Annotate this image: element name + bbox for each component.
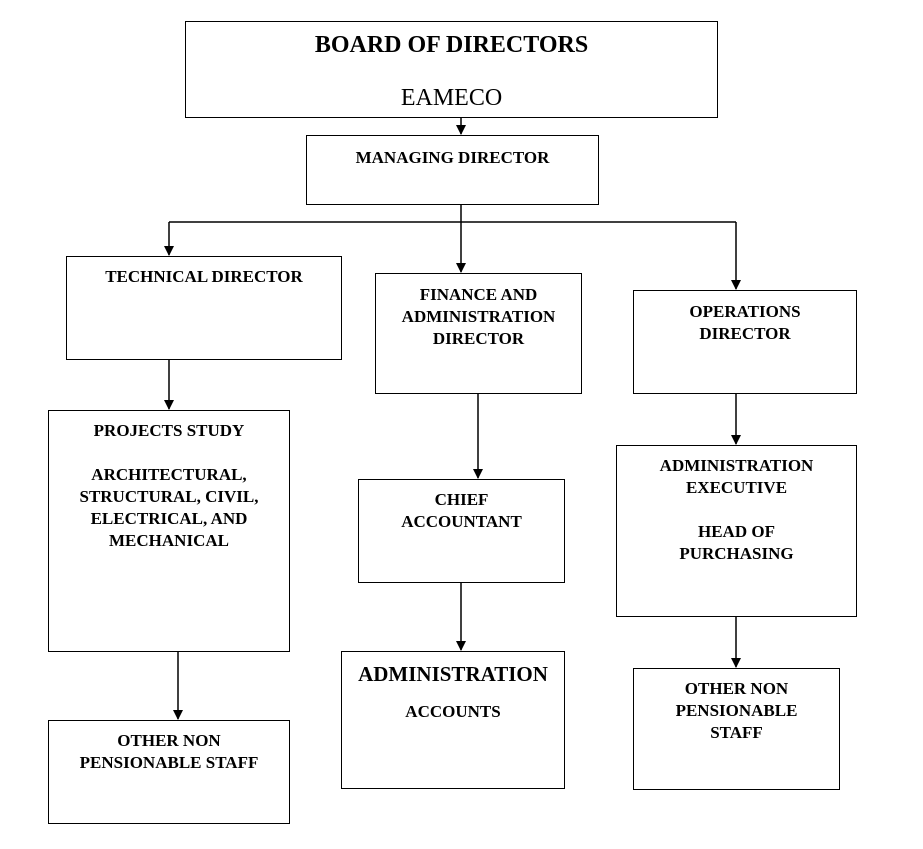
administration-accounts-box: ADMINISTRATION ACCOUNTS bbox=[341, 651, 565, 789]
projects-line-1: ARCHITECTURAL, bbox=[91, 465, 247, 484]
operations-director-box: OPERATIONS DIRECTOR bbox=[633, 290, 857, 394]
admin-exec-line-1: ADMINISTRATION bbox=[659, 456, 814, 475]
technical-director-box: TECHNICAL DIRECTOR bbox=[66, 256, 342, 360]
other-staff-left-box: OTHER NON PENSIONABLE STAFF bbox=[48, 720, 290, 824]
other-staff-right-line-3: STAFF bbox=[710, 723, 763, 742]
board-title: BOARD OF DIRECTORS bbox=[314, 32, 589, 58]
administration-title: ADMINISTRATION bbox=[358, 662, 548, 686]
finance-line-1: FINANCE AND bbox=[419, 285, 538, 304]
projects-study-title: PROJECTS STUDY bbox=[93, 421, 245, 440]
chief-accountant-line-1: CHIEF bbox=[434, 490, 489, 509]
operations-line-1: OPERATIONS bbox=[689, 302, 801, 321]
other-staff-left-line-1: OTHER NON bbox=[117, 731, 221, 750]
projects-line-3: ELECTRICAL, AND bbox=[90, 509, 248, 528]
accounts-subtitle: ACCOUNTS bbox=[405, 702, 501, 721]
finance-line-2: ADMINISTRATION bbox=[401, 307, 556, 326]
board-of-directors-box: BOARD OF DIRECTORS EAMECO bbox=[185, 21, 718, 118]
chief-accountant-line-2: ACCOUNTANT bbox=[401, 512, 522, 531]
chief-accountant-box: CHIEF ACCOUNTANT bbox=[358, 479, 565, 583]
other-staff-right-line-2: PENSIONABLE bbox=[675, 701, 798, 720]
head-of-purchasing-line-1: HEAD OF bbox=[698, 522, 775, 541]
administration-executive-box: ADMINISTRATION EXECUTIVE HEAD OF PURCHAS… bbox=[616, 445, 857, 617]
board-subtitle: EAMECO bbox=[400, 85, 503, 111]
head-of-purchasing-line-2: PURCHASING bbox=[679, 544, 794, 563]
admin-exec-line-2: EXECUTIVE bbox=[685, 478, 788, 497]
finance-admin-director-box: FINANCE AND ADMINISTRATION DIRECTOR bbox=[375, 273, 582, 394]
managing-director-title: MANAGING DIRECTOR bbox=[355, 148, 550, 167]
other-staff-right-box: OTHER NON PENSIONABLE STAFF bbox=[633, 668, 840, 790]
finance-line-3: DIRECTOR bbox=[432, 329, 525, 348]
managing-director-box: MANAGING DIRECTOR bbox=[306, 135, 599, 205]
projects-line-4: MECHANICAL bbox=[109, 531, 229, 550]
projects-line-2: STRUCTURAL, CIVIL, bbox=[79, 487, 259, 506]
projects-study-box: PROJECTS STUDY ARCHITECTURAL, STRUCTURAL… bbox=[48, 410, 290, 652]
other-staff-right-line-1: OTHER NON bbox=[684, 679, 789, 698]
technical-director-title: TECHNICAL DIRECTOR bbox=[105, 267, 303, 286]
other-staff-left-line-2: PENSIONABLE STAFF bbox=[79, 753, 259, 772]
operations-line-2: DIRECTOR bbox=[699, 324, 791, 343]
